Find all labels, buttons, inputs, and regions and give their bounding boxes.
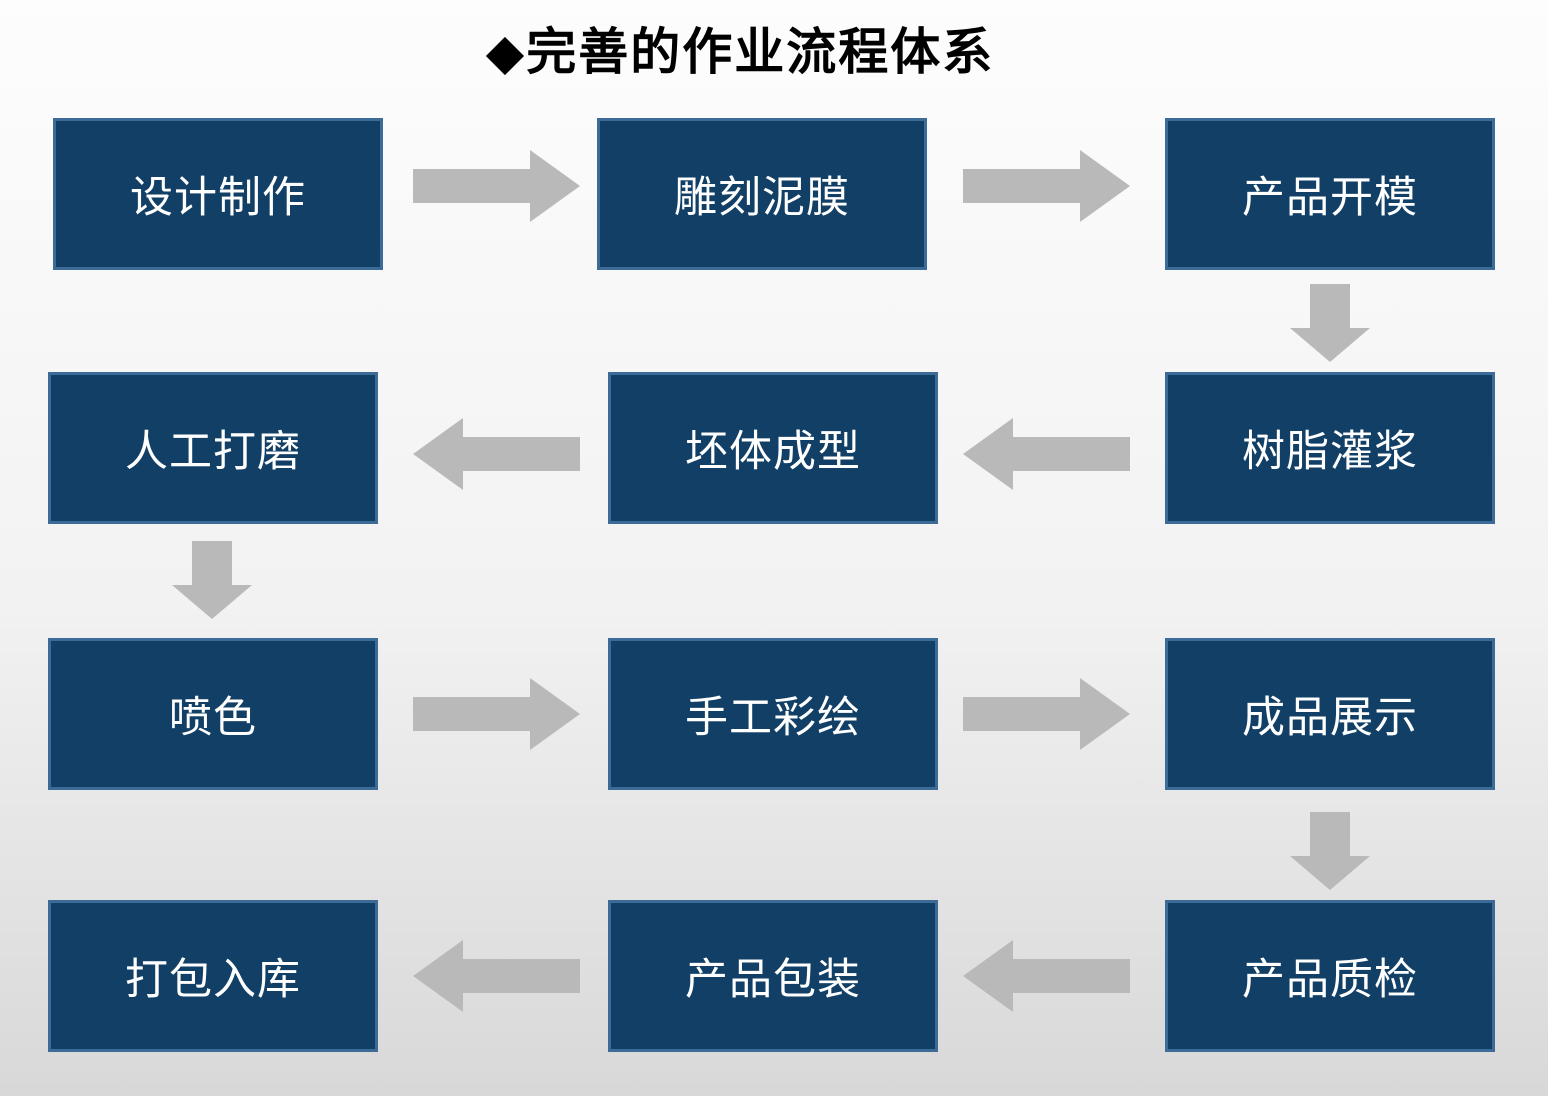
flow-node-paint: 手工彩绘 — [608, 638, 938, 790]
flow-node-design: 设计制作 — [53, 118, 383, 270]
arrow-right-icon — [963, 150, 1130, 222]
arrow-down-icon — [1290, 284, 1370, 362]
flow-node-package: 产品包装 — [608, 900, 938, 1052]
flow-node-sculpt: 雕刻泥膜 — [597, 118, 927, 270]
arrow-left-icon — [413, 418, 580, 490]
flow-node-label: 坯体成型 — [685, 428, 861, 476]
arrow-left-icon — [413, 940, 580, 1012]
arrow-right-icon — [413, 678, 580, 750]
arrow-left-icon — [963, 418, 1130, 490]
flow-node-label: 喷色 — [169, 694, 257, 742]
flow-node-label: 雕刻泥膜 — [674, 174, 850, 222]
flow-node-resin: 树脂灌浆 — [1165, 372, 1495, 524]
flow-node-forming: 坯体成型 — [608, 372, 938, 524]
flow-node-label: 成品展示 — [1242, 694, 1418, 742]
arrow-left-icon — [963, 940, 1130, 1012]
flow-node-label: 产品开模 — [1242, 174, 1418, 222]
flow-node-label: 产品包装 — [685, 956, 861, 1004]
flow-node-label: 设计制作 — [130, 174, 306, 222]
arrow-right-icon — [963, 678, 1130, 750]
flow-node-label: 产品质检 — [1242, 956, 1418, 1004]
arrow-down-icon — [1290, 812, 1370, 890]
flow-node-store: 打包入库 — [48, 900, 378, 1052]
flow-node-label: 打包入库 — [125, 956, 301, 1004]
flow-node-label: 人工打磨 — [125, 428, 301, 476]
flow-node-display: 成品展示 — [1165, 638, 1495, 790]
flow-node-label: 手工彩绘 — [685, 694, 861, 742]
flow-node-inspect: 产品质检 — [1165, 900, 1495, 1052]
flow-node-polish: 人工打磨 — [48, 372, 378, 524]
flow-node-label: 树脂灌浆 — [1242, 428, 1418, 476]
arrow-down-icon — [172, 541, 252, 619]
flow-node-mold: 产品开模 — [1165, 118, 1495, 270]
flow-node-spray: 喷色 — [48, 638, 378, 790]
diagram-title: ◆完善的作业流程体系 — [485, 24, 995, 80]
arrow-right-icon — [413, 150, 580, 222]
